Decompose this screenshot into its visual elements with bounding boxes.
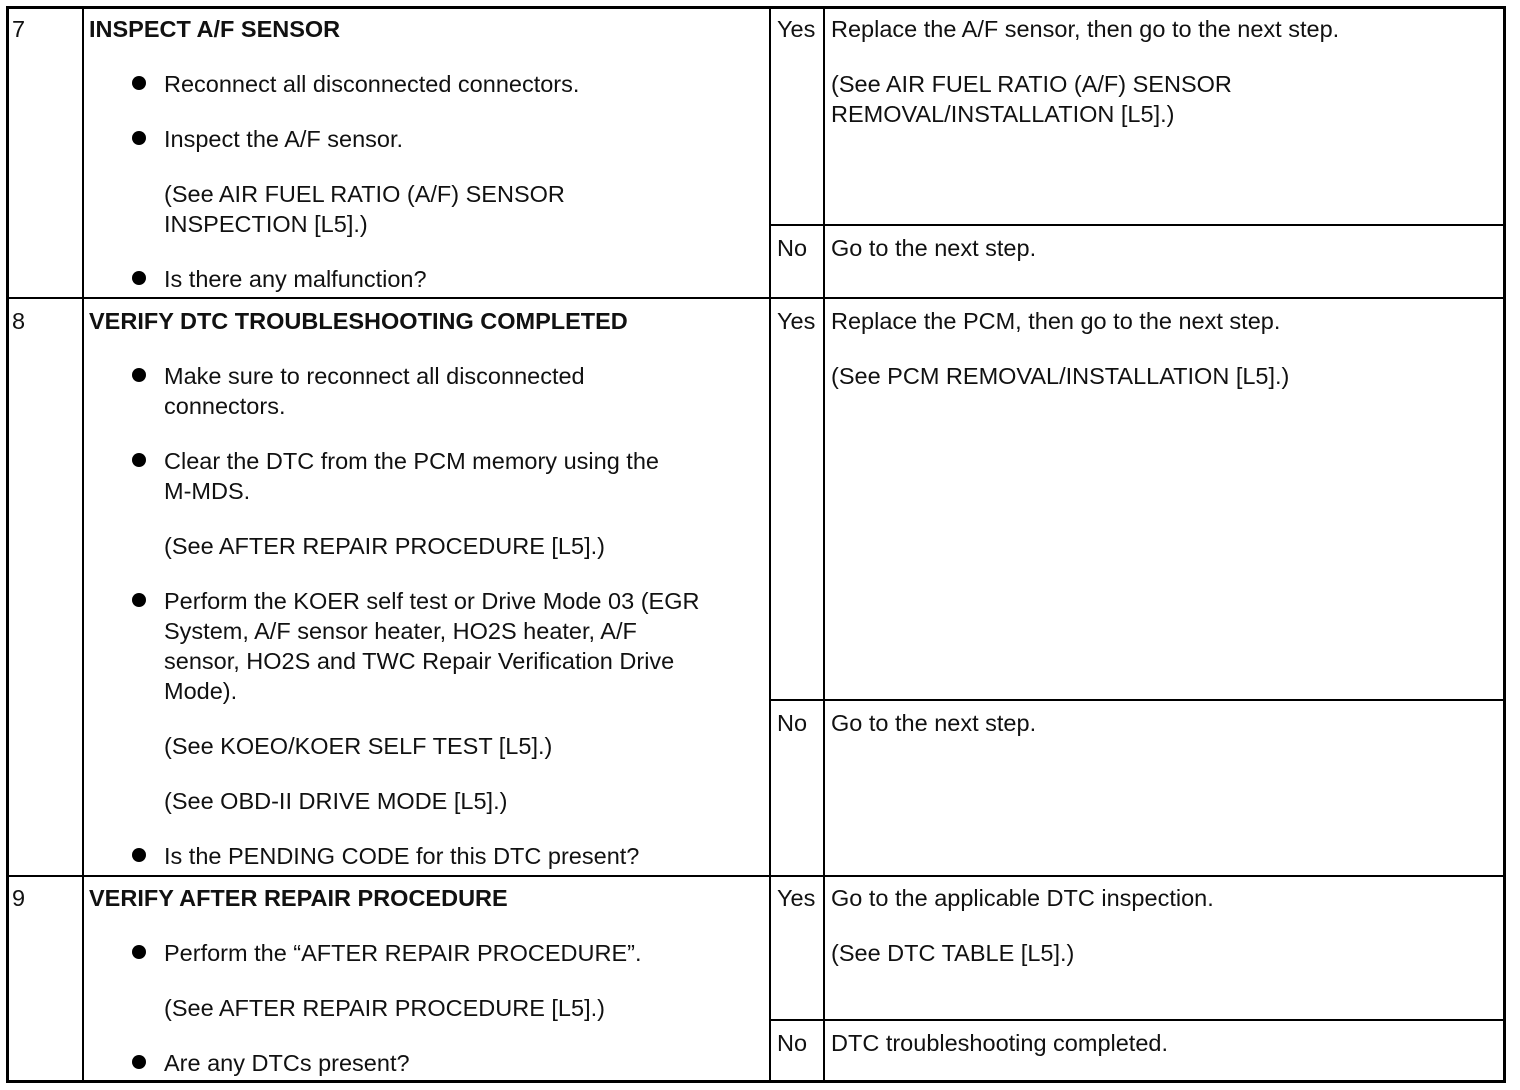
bullet-icon [132,131,146,145]
troubleshooting-table [6,6,1506,1083]
yes-reference-text: REMOVAL/INSTALLATION [L5].) [831,101,1175,127]
bullet-icon [132,1055,146,1069]
bullet-icon [132,593,146,607]
step-item-text: M-MDS. [164,478,251,504]
step-number: 7 [12,16,26,42]
step-question-text: Are any DTCs present? [164,1050,410,1076]
no-action-text: Go to the next step. [831,710,1037,736]
yes-label: Yes [777,16,816,42]
bullet-icon [132,945,146,959]
yes-action-text: Replace the PCM, then go to the next ste… [831,308,1281,334]
no-action-text: Go to the next step. [831,235,1037,261]
row-divider [8,875,1505,877]
step-item-text: connectors. [164,393,286,419]
no-action-text: DTC troubleshooting completed. [831,1030,1169,1056]
step-number: 9 [12,885,26,911]
bullet-icon [132,368,146,382]
yes-action-text: Go to the applicable DTC inspection. [831,885,1214,911]
bullet-icon [132,453,146,467]
step-reference-text: (See OBD-II DRIVE MODE [L5].) [164,788,508,814]
column-divider [823,8,825,1081]
bullet-icon [132,76,146,90]
yes-no-divider [770,224,1505,226]
yes-reference-text: (See AIR FUEL RATIO (A/F) SENSOR [831,71,1232,97]
step-item-text: Reconnect all disconnected connectors. [164,71,580,97]
step-title: VERIFY DTC TROUBLESHOOTING COMPLETED [89,308,628,334]
yes-reference-text: (See DTC TABLE [L5].) [831,940,1075,966]
bullet-icon [132,848,146,862]
row-divider [8,297,1505,299]
yes-label: Yes [777,885,816,911]
step-item-text: Mode). [164,678,238,704]
yes-action-text: Replace the A/F sensor, then go to the n… [831,16,1340,42]
step-item-text: Inspect the A/F sensor. [164,126,404,152]
no-label: No [777,710,808,736]
step-reference-text: (See AFTER REPAIR PROCEDURE [L5].) [164,995,605,1021]
step-title: VERIFY AFTER REPAIR PROCEDURE [89,885,508,911]
yes-label: Yes [777,308,816,334]
step-question-text: Is there any malfunction? [164,266,427,292]
yes-no-divider [770,1019,1505,1021]
column-divider [82,8,84,1081]
step-item-text: Perform the KOER self test or Drive Mode… [164,588,700,614]
bullet-icon [132,271,146,285]
no-label: No [777,235,808,261]
step-question-text: Is the PENDING CODE for this DTC present… [164,843,640,869]
step-item-text: Perform the “AFTER REPAIR PROCEDURE”. [164,940,642,966]
yes-reference-text: (See PCM REMOVAL/INSTALLATION [L5].) [831,363,1290,389]
step-title: INSPECT A/F SENSOR [89,16,341,42]
step-reference-text: INSPECTION [L5].) [164,211,368,237]
step-reference-text: (See AIR FUEL RATIO (A/F) SENSOR [164,181,565,207]
step-item-text: Clear the DTC from the PCM memory using … [164,448,659,474]
step-number: 8 [12,308,26,334]
step-item-text: sensor, HO2S and TWC Repair Verification… [164,648,675,674]
step-item-text: System, A/F sensor heater, HO2S heater, … [164,618,637,644]
column-divider [769,8,771,1081]
step-reference-text: (See KOEO/KOER SELF TEST [L5].) [164,733,553,759]
step-item-text: Make sure to reconnect all disconnected [164,363,585,389]
step-reference-text: (See AFTER REPAIR PROCEDURE [L5].) [164,533,605,559]
yes-no-divider [770,699,1505,701]
no-label: No [777,1030,808,1056]
